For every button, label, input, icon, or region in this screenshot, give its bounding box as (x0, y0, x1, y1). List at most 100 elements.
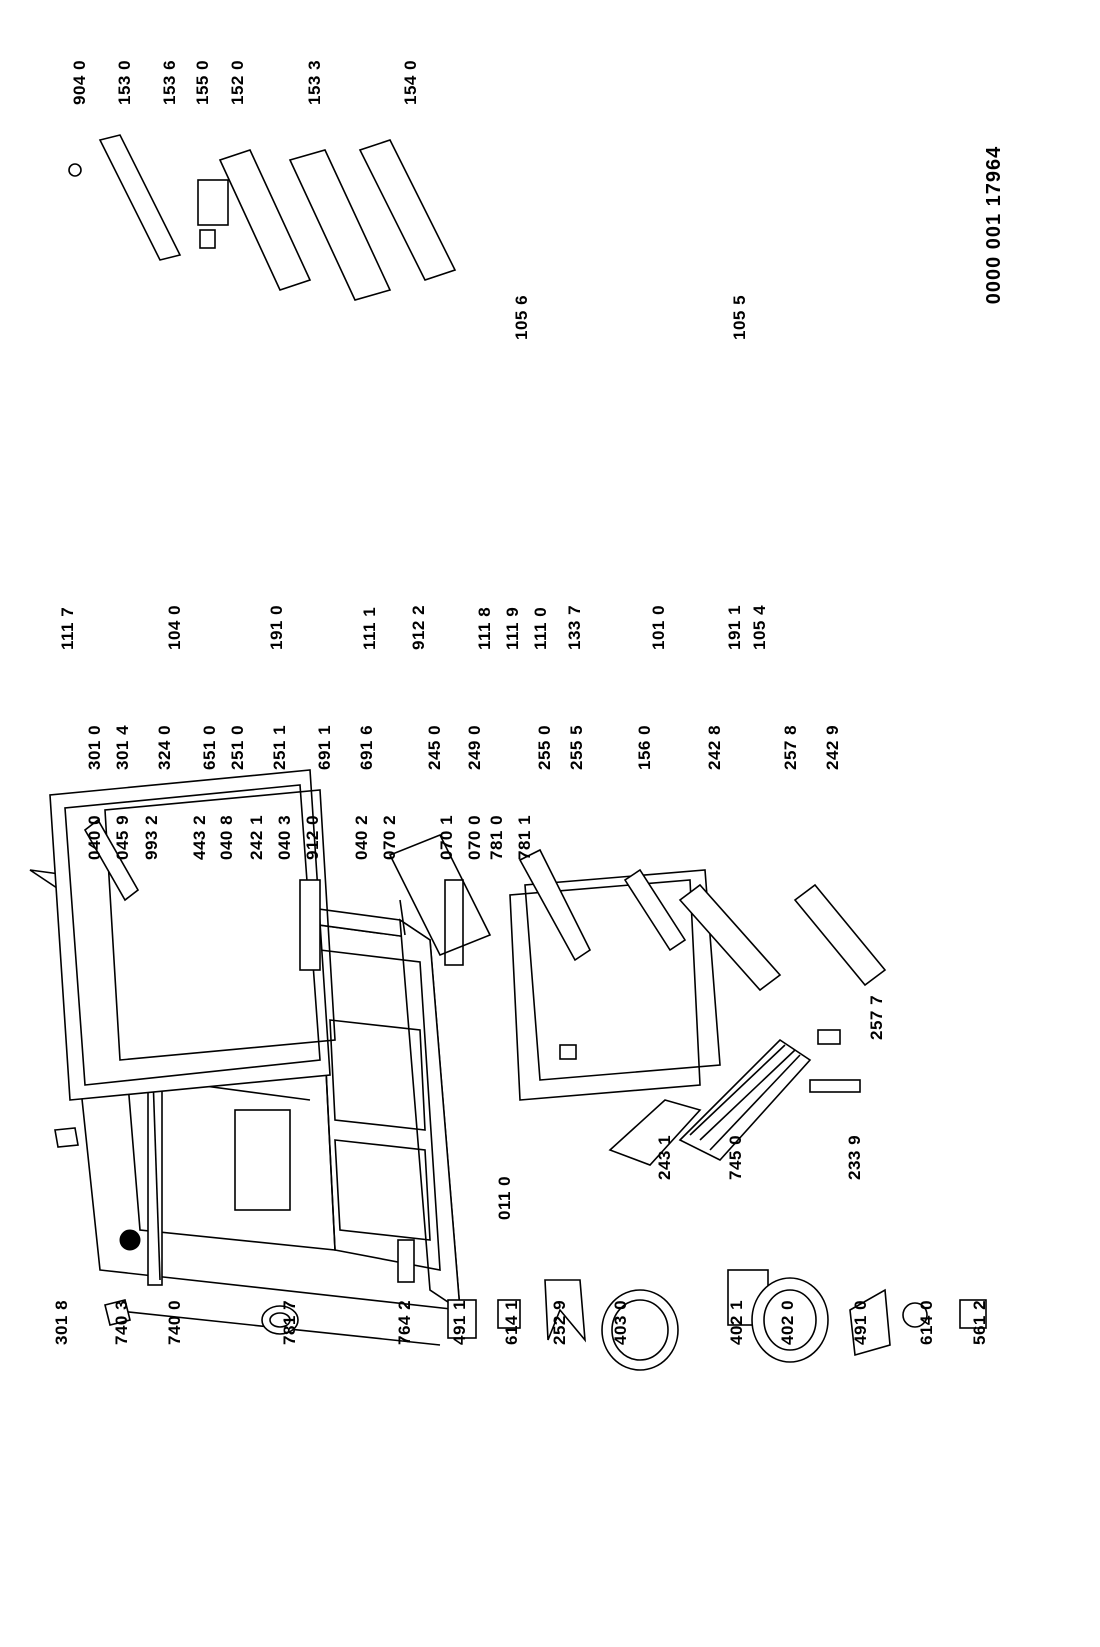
part-label-1533: 153 3 (305, 60, 324, 105)
part-1337-hinge (559, 1044, 577, 1060)
part-1520-bin (218, 149, 312, 291)
part-label-6140: 614 0 (917, 1300, 936, 1345)
part-1560-tray (623, 868, 687, 952)
part-label-0110: 011 0 (495, 1176, 514, 1220)
part-label-3010: 301 0 (85, 725, 104, 770)
part-label-6510: 651 0 (200, 725, 219, 770)
part-label-2550: 255 0 (535, 725, 554, 770)
labels-layer: 301 8 740 3 740 0 781 7 764 2 491 1 614 1 252 9… (52, 60, 989, 1345)
part-4020-compressor (751, 1277, 829, 1363)
part-label-1054: 105 4 (750, 605, 769, 650)
part-6140-relay (902, 1302, 928, 1328)
part-label-2431: 243 1 (655, 1135, 674, 1180)
part-label-0701: 070 1 (437, 815, 456, 860)
part-label-1010: 101 0 (649, 605, 668, 650)
part-2450-shelf (388, 833, 492, 957)
part-5612-connector (959, 1299, 987, 1329)
part-label-2577: 257 7 (867, 995, 886, 1040)
part-label-7450: 745 0 (726, 1135, 745, 1180)
part-label-6141: 614 1 (502, 1300, 521, 1345)
part-6141-plug (497, 1299, 521, 1329)
part-1530-rail (98, 134, 182, 261)
part-label-1530: 153 0 (115, 60, 134, 105)
part-1111-bar (299, 879, 321, 971)
part-label-2429: 242 9 (823, 725, 842, 770)
part-label-7810: 781 0 (487, 815, 506, 860)
part-1110-lower-door-bar (444, 879, 464, 966)
part-label-1536: 153 6 (160, 60, 179, 105)
part-2577-clip (817, 1029, 841, 1045)
part-label-1117: 111 7 (58, 607, 77, 650)
part-label-2490: 249 0 (465, 725, 484, 770)
part-label-2428: 242 8 (705, 725, 724, 770)
part-label-1118: 111 8 (475, 607, 494, 650)
part-1117-handle (54, 1127, 79, 1148)
part-2529-bracket (544, 1279, 587, 1343)
part-1010-lower-door (509, 879, 701, 1101)
part-label-4911: 491 1 (450, 1300, 469, 1345)
part-1911-lower-gasket (524, 869, 721, 1081)
part-label-4030: 403 0 (611, 1300, 630, 1345)
part-7817-ring (261, 1305, 299, 1335)
part-label-4021: 402 1 (727, 1300, 746, 1345)
part-label-2421: 242 1 (247, 815, 266, 860)
part-label-1110: 111 0 (531, 607, 550, 650)
part-label-1911: 191 1 (725, 605, 744, 650)
part-label-0408: 040 8 (217, 815, 236, 860)
part-9040-cap (68, 163, 82, 177)
part-label-1040: 104 0 (165, 605, 184, 650)
part-label-9122: 912 2 (409, 605, 428, 650)
part-label-2578: 257 8 (781, 725, 800, 770)
part-label-6916: 691 6 (357, 725, 376, 770)
part-1540-bin (358, 139, 457, 281)
part-label-1337: 133 7 (565, 605, 584, 650)
part-label-7817: 781 7 (280, 1300, 299, 1345)
part-2339-rail (809, 1079, 861, 1093)
part-label-1910: 191 0 (267, 605, 286, 650)
part-label-0400: 040 0 (85, 815, 104, 860)
part-label-1560: 156 0 (635, 725, 654, 770)
part-1040-upper-door (49, 769, 331, 1101)
part-label-7642: 764 2 (395, 1300, 414, 1345)
part-label-1119: 111 9 (503, 607, 522, 650)
part-label-0403: 040 3 (275, 815, 294, 860)
part-7450-wire-shelf (678, 1038, 812, 1161)
part-label-3018: 301 8 (52, 1300, 71, 1345)
part-2550-shelf (518, 848, 592, 962)
part-label-6911: 691 1 (315, 725, 334, 770)
part-1536-clip (199, 229, 216, 249)
part-label-0459: 045 9 (113, 815, 132, 860)
part-1910-upper-gasket (104, 789, 336, 1061)
part-3010-rail (83, 818, 140, 902)
part-label-2555: 255 5 (567, 725, 586, 770)
part-label-2511: 251 1 (270, 725, 289, 770)
part-label-4020: 402 0 (778, 1300, 797, 1345)
part-4911-box (447, 1299, 477, 1339)
part-label-9120a: 912 0 (303, 815, 322, 860)
part-2431-glass-shelf (608, 1099, 702, 1166)
part-label-1055: 105 5 (730, 295, 749, 340)
part-label-4910: 491 0 (851, 1300, 870, 1345)
part-label-2529: 252 9 (550, 1300, 569, 1345)
part-label-9932: 993 2 (142, 815, 161, 860)
part-label-7403: 740 3 (112, 1300, 131, 1345)
part-label-2510: 251 0 (228, 725, 247, 770)
part-label-1056: 105 6 (512, 295, 531, 340)
part-label-0702: 070 2 (380, 815, 399, 860)
part-label-1111: 111 1 (360, 607, 379, 650)
part-label-3014: 301 4 (113, 725, 132, 770)
part-label-7400: 740 0 (165, 1300, 184, 1345)
part-label-4432: 443 2 (190, 815, 209, 860)
part-label-1550: 155 0 (193, 60, 212, 105)
diagram-code: 0000 001 17964 (983, 146, 1005, 305)
part-label-7811: 781 1 (515, 815, 534, 860)
part-7403-clip (104, 1299, 131, 1326)
part-1550-egg-tray (197, 179, 229, 226)
part-7642-drain (397, 1239, 415, 1283)
part-4030-compressor (601, 1289, 679, 1371)
part-label-2450: 245 0 (425, 725, 444, 770)
part-label-9040: 904 0 (70, 60, 89, 105)
part-2428-crisper (678, 883, 782, 992)
part-label-5612: 561 2 (970, 1300, 989, 1345)
